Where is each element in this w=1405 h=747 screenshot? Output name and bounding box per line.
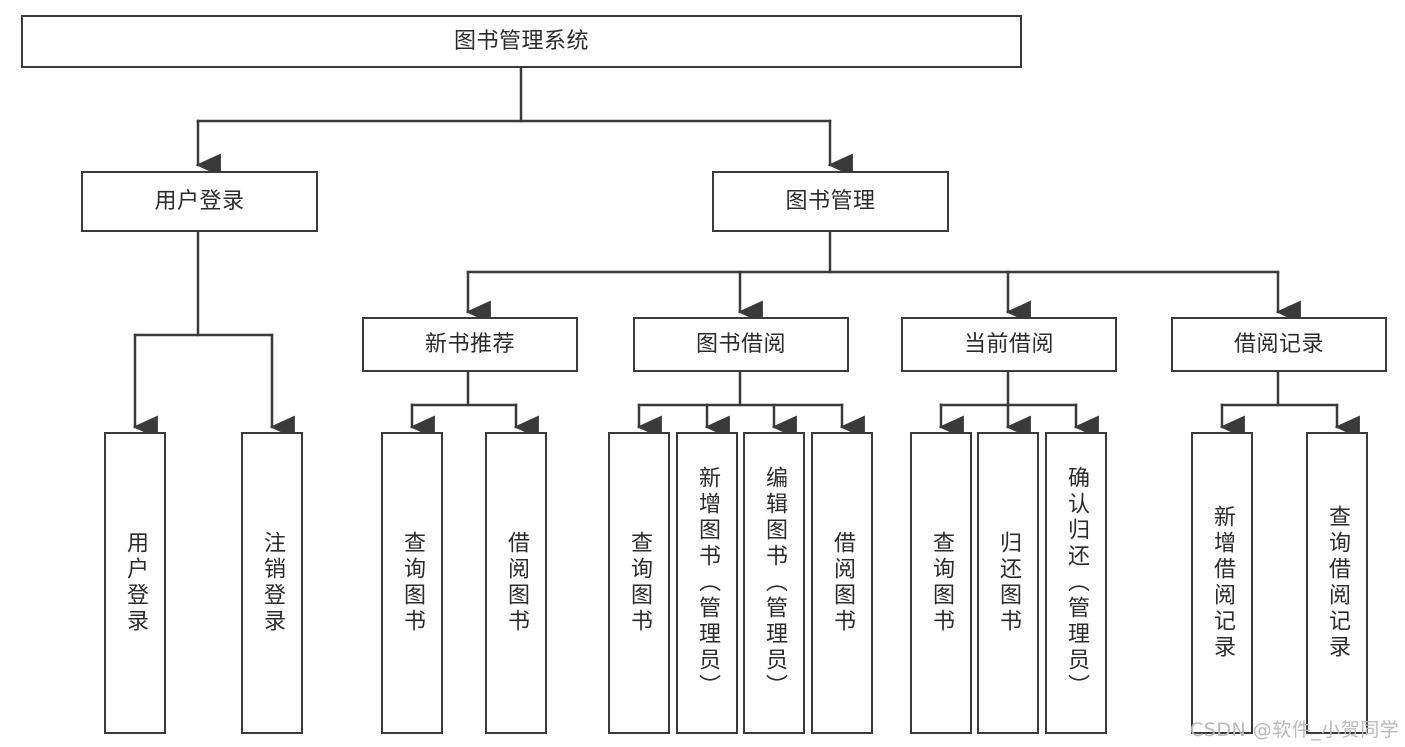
node-label: 新书推荐 <box>424 331 515 357</box>
node-label: 图书借阅 <box>695 331 786 357</box>
node-book-borrow[interactable]: 图书借阅 <box>633 317 849 372</box>
node-label: 借阅图书 <box>504 531 529 635</box>
node-label: 新增图书（管理员） <box>695 466 720 700</box>
leaf-current-borrow-confirm-return[interactable]: 确认归还（管理员） <box>1045 432 1107 734</box>
node-current-borrow[interactable]: 当前借阅 <box>901 317 1117 372</box>
node-book-management[interactable]: 图书管理 <box>712 171 949 232</box>
node-label: 用户登录 <box>123 531 148 635</box>
node-label: 确认归还（管理员） <box>1064 466 1089 700</box>
node-new-book-recommend[interactable]: 新书推荐 <box>362 317 578 372</box>
leaf-book-borrow-edit[interactable]: 编辑图书（管理员） <box>743 432 805 734</box>
node-label: 查询图书 <box>400 531 425 635</box>
node-borrow-record[interactable]: 借阅记录 <box>1171 317 1387 372</box>
leaf-book-borrow-query[interactable]: 查询图书 <box>608 432 670 734</box>
node-label: 用户登录 <box>154 188 245 214</box>
leaf-user-login-logout[interactable]: 注销登录 <box>241 432 303 734</box>
node-label: 注销登录 <box>260 531 285 635</box>
node-root-system[interactable]: 图书管理系统 <box>21 15 1022 68</box>
node-label: 归还图书 <box>996 531 1021 635</box>
node-label: 查询图书 <box>627 531 652 635</box>
leaf-new-book-query[interactable]: 查询图书 <box>381 432 443 734</box>
leaf-borrow-record-query[interactable]: 查询借阅记录 <box>1306 432 1368 734</box>
leaf-book-borrow-borrow[interactable]: 借阅图书 <box>811 432 873 734</box>
leaf-user-login-login[interactable]: 用户登录 <box>104 432 166 734</box>
node-user-login[interactable]: 用户登录 <box>81 171 318 232</box>
leaf-current-borrow-query[interactable]: 查询图书 <box>910 432 972 734</box>
leaf-book-borrow-add[interactable]: 新增图书（管理员） <box>676 432 738 734</box>
leaf-new-book-borrow[interactable]: 借阅图书 <box>485 432 547 734</box>
leaf-current-borrow-return[interactable]: 归还图书 <box>977 432 1039 734</box>
node-label: 查询图书 <box>929 531 954 635</box>
node-label: 借阅图书 <box>830 531 855 635</box>
node-label: 当前借阅 <box>963 331 1054 357</box>
node-label: 编辑图书（管理员） <box>762 466 787 700</box>
node-label: 查询借阅记录 <box>1325 505 1350 661</box>
node-label: 借阅记录 <box>1233 331 1324 357</box>
leaf-borrow-record-add[interactable]: 新增借阅记录 <box>1191 432 1253 734</box>
node-label: 新增借阅记录 <box>1210 505 1235 661</box>
node-label: 图书管理系统 <box>453 28 589 54</box>
watermark: CSDN @软件_小贺同学 <box>1190 719 1400 741</box>
node-label: 图书管理 <box>785 188 876 214</box>
